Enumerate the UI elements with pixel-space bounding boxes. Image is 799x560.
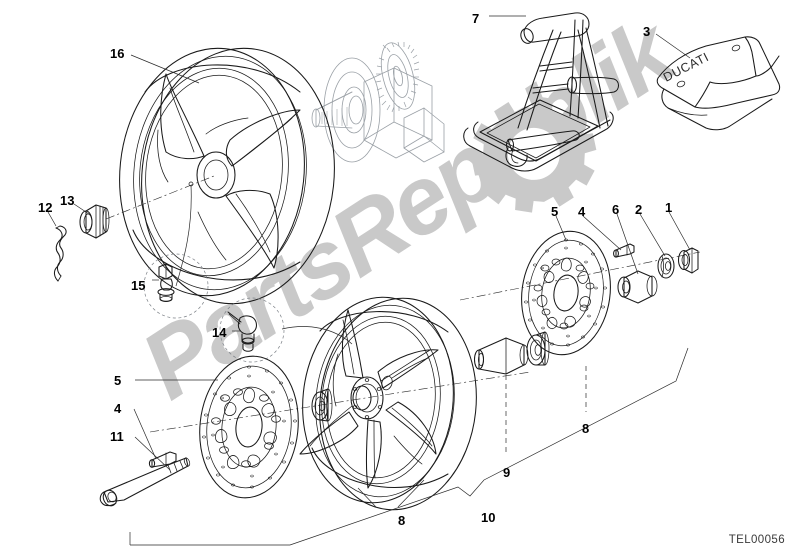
callout-1: 1 — [665, 200, 673, 215]
callout-15: 15 — [131, 278, 146, 293]
leader-16 — [130, 54, 200, 84]
callout-5-top: 5 — [551, 204, 559, 219]
part-spacer-top — [617, 270, 658, 304]
callout-4-bottom: 4 — [114, 401, 122, 416]
leader-4-top — [582, 215, 622, 251]
callout-16: 16 — [110, 46, 125, 61]
leader-13 — [73, 203, 90, 215]
part-disc-bolt-bottom — [148, 451, 177, 468]
part-axle-spacer-right — [473, 337, 529, 375]
leader-1 — [668, 211, 691, 251]
part-balance-weight — [157, 263, 175, 302]
callout-10: 10 — [481, 510, 496, 525]
part-rear-paddock-stand — [463, 12, 620, 172]
callout-8-front: 8 — [398, 513, 406, 528]
part-washer-top — [657, 253, 675, 279]
part-rear-brake-disc — [521, 230, 611, 356]
leader-11 — [134, 436, 171, 471]
detail-inset-15 — [143, 253, 209, 319]
callout-5-bottom: 5 — [114, 373, 122, 388]
axis-front-assembly — [149, 371, 531, 433]
callout-3: 3 — [643, 24, 651, 39]
leader-8-front-a — [357, 487, 377, 508]
rear-wheel — [119, 47, 335, 305]
part-front-brake-disc-left — [199, 355, 299, 499]
axis-rear-assembly — [459, 251, 701, 301]
detail-inset-14 — [219, 297, 285, 363]
leader-4-bottom — [133, 408, 157, 460]
leader-8-front-b — [397, 479, 425, 508]
rear-hub-sprocket-assembly — [311, 41, 445, 163]
callout-7: 7 — [472, 11, 480, 26]
diagram-id-label: TEL00056 — [728, 534, 785, 546]
callout-12: 12 — [38, 200, 53, 215]
part-nut-top — [677, 247, 699, 274]
axis-rear-hub — [105, 175, 215, 220]
gear-icon — [471, 96, 597, 213]
callout-9: 9 — [503, 465, 511, 480]
callout-6: 6 — [612, 202, 620, 217]
leader-2 — [639, 213, 666, 257]
callout-8-right: 8 — [582, 421, 590, 436]
leader-3 — [655, 33, 691, 59]
part-castellated-nut — [79, 204, 110, 239]
callout-11: 11 — [110, 429, 124, 444]
assembly-bracket-10 — [130, 347, 689, 546]
part-split-pin — [53, 225, 67, 282]
part-wheel-bearing-left — [311, 388, 333, 422]
callout-2: 2 — [635, 202, 643, 217]
part-tyre-valve — [227, 311, 257, 352]
leader-12 — [47, 211, 57, 227]
leader-5-top — [555, 215, 567, 241]
part-front-wheel — [281, 296, 477, 511]
leader-6 — [616, 213, 639, 275]
callout-4-top: 4 — [578, 204, 586, 219]
callout-13: 13 — [60, 193, 75, 208]
part-wheel-bearing-right — [526, 331, 550, 366]
part-front-axle — [99, 457, 191, 507]
part-disc-bolt-top — [613, 243, 635, 258]
callout-14: 14 — [212, 325, 227, 340]
